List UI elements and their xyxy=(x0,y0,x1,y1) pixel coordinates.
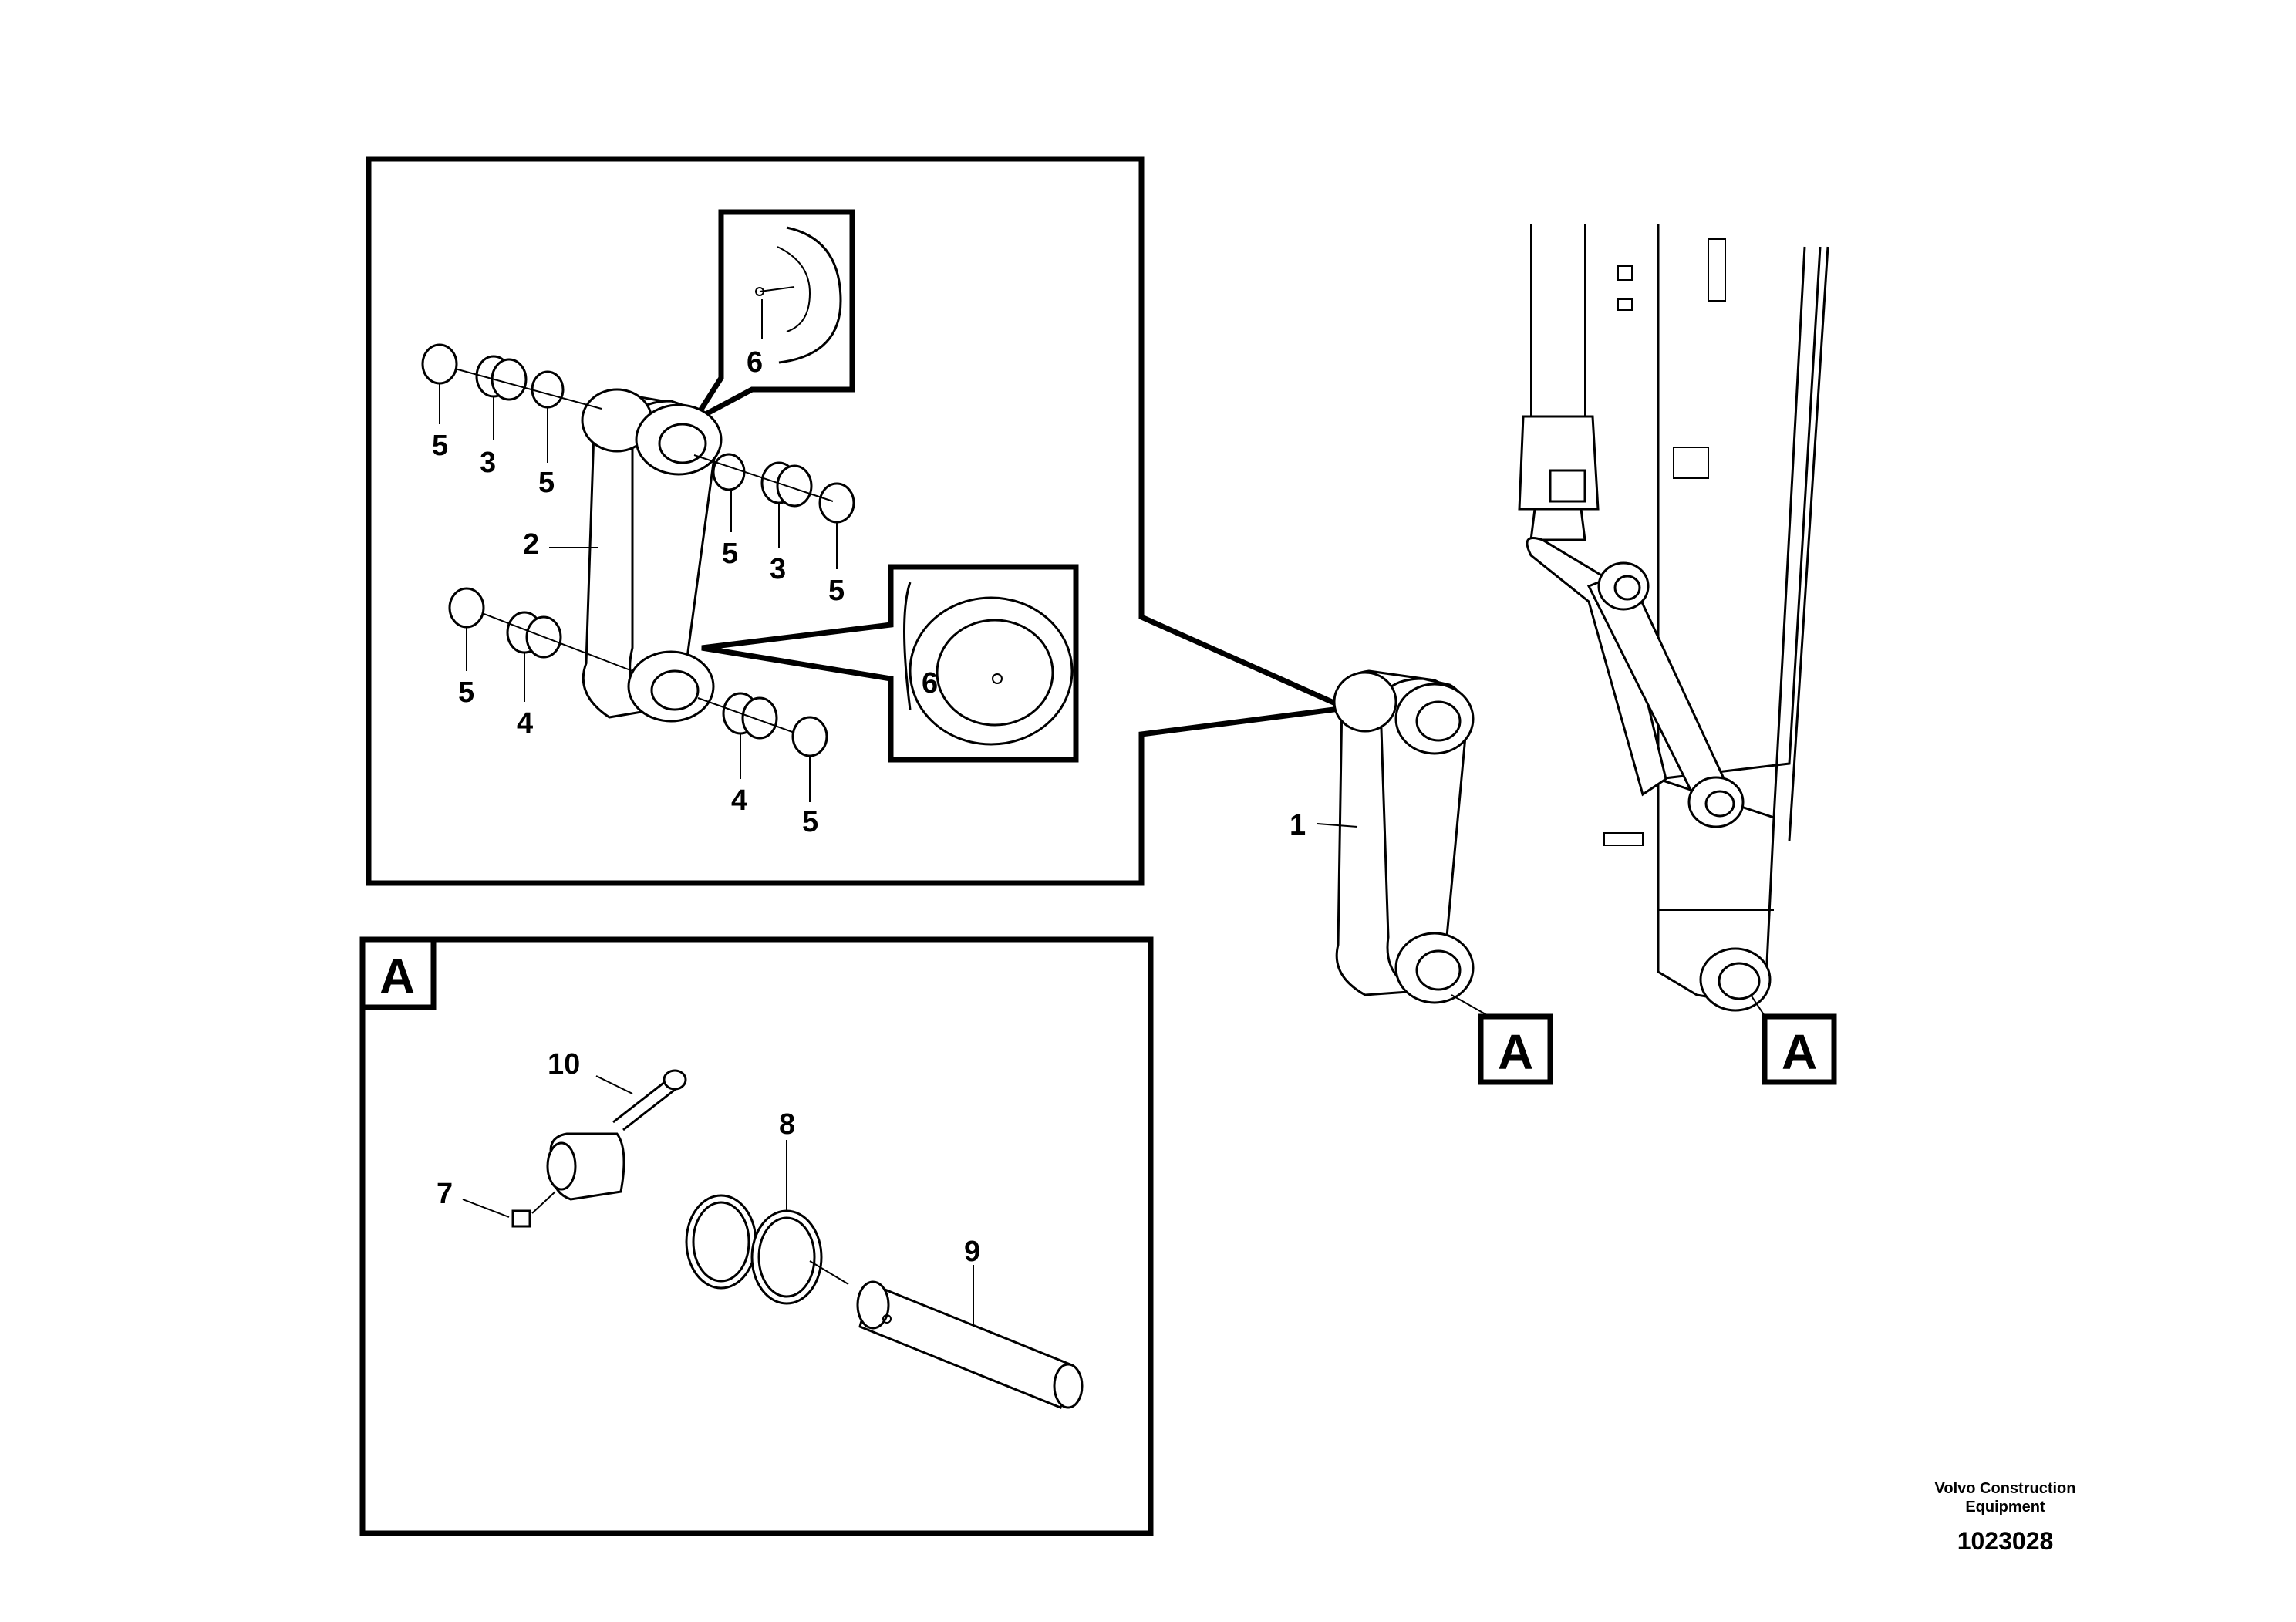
callout-9: 9 xyxy=(964,1236,980,1268)
exploded-link-panel: 5 3 5 2 5 3 5 5 4 4 5 6 6 xyxy=(366,156,1356,886)
callout-5: 5 xyxy=(802,806,818,838)
retainer xyxy=(546,1132,625,1201)
link-2-drawing xyxy=(581,388,723,723)
view-tag-label: A xyxy=(1498,1024,1533,1080)
seal-5-set xyxy=(421,343,855,757)
drawing-number: 1023028 xyxy=(1957,1527,2054,1555)
detail-view-a-panel: A xyxy=(359,936,1154,1536)
bushing-3-upper-left xyxy=(475,355,528,401)
nut-7 xyxy=(511,1209,531,1228)
pin-9 xyxy=(856,1280,1084,1410)
link-1-assembled: 1 xyxy=(1290,669,1493,1019)
grease-fitting-detail-top xyxy=(686,209,855,428)
callout-2: 2 xyxy=(523,528,539,561)
drawing-credit: Volvo Construction Equipment 1023028 xyxy=(1905,1479,2106,1556)
callout-7: 7 xyxy=(437,1178,453,1210)
callout-6: 6 xyxy=(747,346,763,379)
bushing-4-lower-right xyxy=(722,692,778,740)
callout-5: 5 xyxy=(722,538,738,570)
callout-5: 5 xyxy=(538,467,555,499)
grease-fitting-detail-mid xyxy=(701,564,1079,763)
callout-4: 4 xyxy=(731,784,747,817)
callout-4: 4 xyxy=(517,707,533,740)
callout-3: 3 xyxy=(480,447,496,479)
bolt-10 xyxy=(612,1069,687,1131)
callout-5: 5 xyxy=(458,676,474,709)
view-tag-a-link: A xyxy=(1478,1013,1553,1085)
callout-3: 3 xyxy=(770,553,786,585)
detail-view-tag: A xyxy=(379,949,415,1004)
callout-8: 8 xyxy=(779,1108,795,1141)
o-rings-8 xyxy=(685,1194,823,1305)
callout-6: 6 xyxy=(922,667,938,700)
brand-line-1: Volvo Construction xyxy=(1934,1480,2076,1497)
callout-5: 5 xyxy=(828,575,845,607)
bushing-3-upper-right xyxy=(760,461,813,508)
brand-line-2: Equipment xyxy=(1965,1499,2045,1516)
boom-arm-context xyxy=(1518,224,1829,1019)
callout-1: 1 xyxy=(1290,809,1306,841)
view-tag-a-boom: A xyxy=(1762,1013,1837,1085)
callout-10: 10 xyxy=(548,1048,580,1081)
callout-5: 5 xyxy=(432,430,448,462)
bushing-4-lower-left xyxy=(506,611,562,659)
view-tag-label: A xyxy=(1782,1024,1817,1080)
